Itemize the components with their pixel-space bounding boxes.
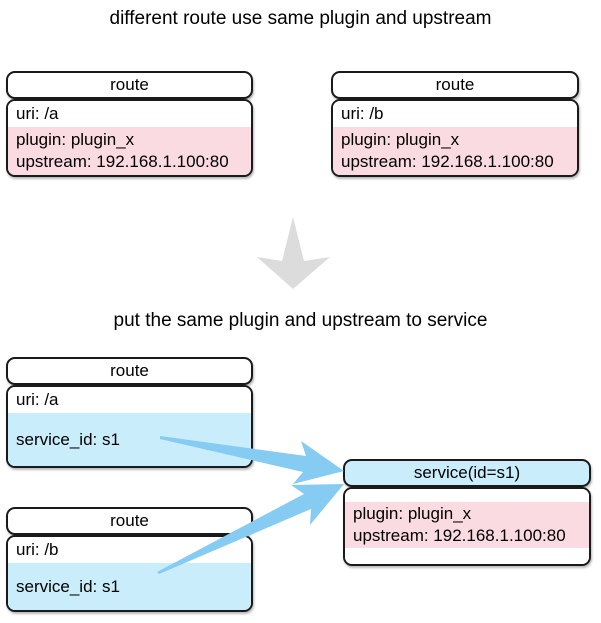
service-body: plugin: plugin_x upstream: 192.168.1.100… [343, 487, 591, 566]
route-b-upstream: upstream: 192.168.1.100:80 [341, 152, 554, 171]
service-header: service(id=s1) [343, 459, 591, 487]
route-b-service-id: service_id: s1 [16, 576, 120, 596]
route-a-plugin: plugin: plugin_x [16, 130, 135, 149]
route-b-service-uri-row: uri: /b [8, 537, 251, 563]
route-b-plugin: plugin: plugin_x [341, 130, 460, 149]
section-title-top: different route use same plugin and upst… [109, 8, 492, 29]
route-a-uri-row: uri: /a [8, 101, 251, 127]
route-a-service-id: service_id: s1 [16, 429, 120, 449]
route-b-uri-row: uri: /b [333, 101, 577, 127]
route-a-header-label: route [110, 75, 149, 94]
route-a-service-node: route uri: /a service_id: s1 [6, 357, 253, 468]
route-a-service-id-row: service_id: s1 [8, 413, 251, 466]
route-b-service-node: route uri: /b service_id: s1 [6, 507, 253, 612]
service-config-section: plugin: plugin_x upstream: 192.168.1.100… [345, 502, 589, 548]
route-b-service-body: uri: /b service_id: s1 [6, 535, 253, 612]
transform-down-arrow-icon [257, 217, 330, 289]
route-b-header: route [331, 71, 579, 99]
route-b-service-header: route [6, 507, 253, 535]
route-a-node: route uri: /a plugin: plugin_x upstream:… [6, 71, 253, 177]
route-b-service-header-label: route [110, 511, 149, 530]
service-upstream: upstream: 192.168.1.100:80 [353, 526, 566, 545]
route-a-config-section: plugin: plugin_x upstream: 192.168.1.100… [8, 127, 251, 175]
service-body-spacer-bottom [345, 548, 589, 564]
route-b-config-section: plugin: plugin_x upstream: 192.168.1.100… [333, 127, 577, 175]
route-b-service-id-row: service_id: s1 [8, 563, 251, 610]
route-a-service-body: uri: /a service_id: s1 [6, 385, 253, 468]
service-header-label: service(id=s1) [413, 463, 521, 482]
section-title-bottom: put the same plugin and upstream to serv… [113, 310, 488, 331]
service-plugin: plugin: plugin_x [353, 504, 472, 523]
route-a-body: uri: /a plugin: plugin_x upstream: 192.1… [6, 99, 253, 177]
service-node: service(id=s1) plugin: plugin_x upstream… [343, 459, 591, 566]
service-body-spacer-top [345, 489, 589, 502]
route-a-upstream: upstream: 192.168.1.100:80 [16, 152, 229, 171]
route-b-node: route uri: /b plugin: plugin_x upstream:… [331, 71, 579, 177]
route-b-body: uri: /b plugin: plugin_x upstream: 192.1… [331, 99, 579, 177]
route-a-service-header-label: route [110, 361, 149, 380]
route-a-header: route [6, 71, 253, 99]
route-a-service-header: route [6, 357, 253, 385]
route-a-service-uri-row: uri: /a [8, 387, 251, 413]
route-b-header-label: route [435, 75, 475, 94]
